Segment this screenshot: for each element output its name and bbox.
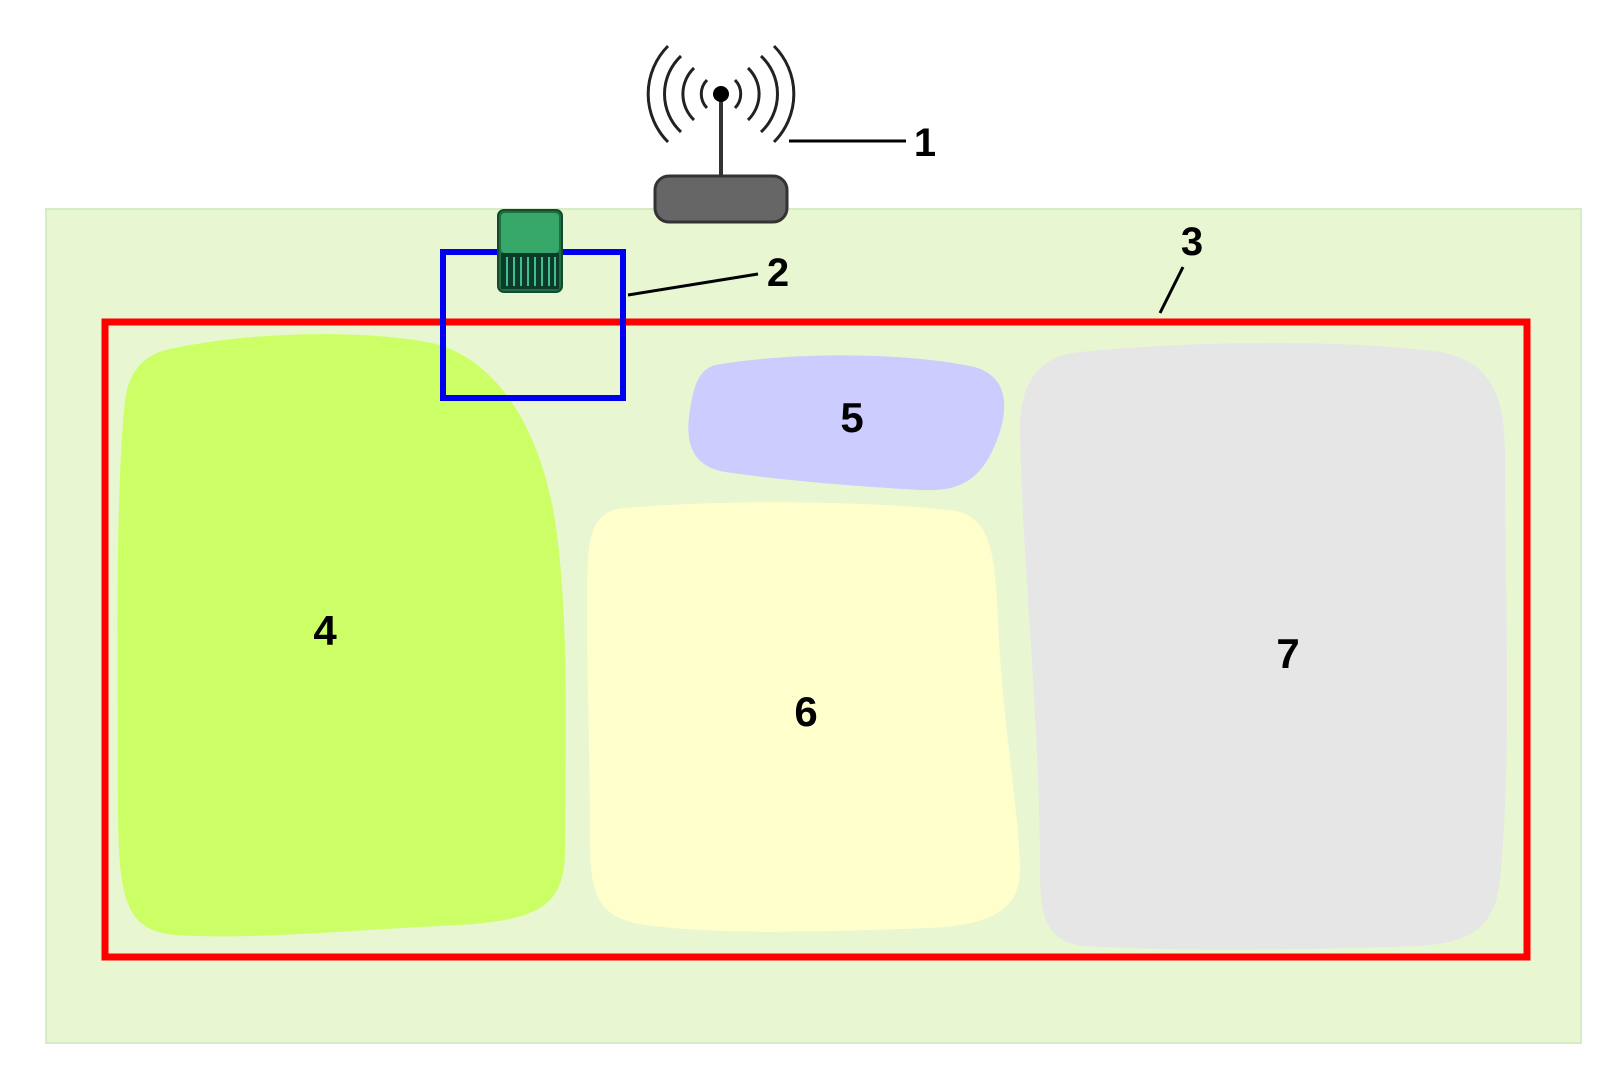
leader-line-2 (627, 272, 759, 297)
callout-3-label: 3 (1181, 220, 1203, 264)
zone-4 (117, 334, 566, 937)
zone-6-label: 6 (794, 688, 817, 735)
callout-1-label: 1 (914, 121, 936, 165)
antenna-signal-icon (646, 44, 796, 224)
zone-7 (1020, 343, 1508, 950)
zone-5-label: 5 (840, 394, 863, 441)
leader-line-3 (1158, 266, 1185, 314)
zone-4-label: 4 (313, 607, 337, 654)
callout-2-label: 2 (767, 251, 789, 295)
zone-6 (587, 502, 1020, 932)
zone-7-label: 7 (1276, 630, 1299, 677)
boundary-wire (101, 318, 1531, 961)
zone-5 (688, 355, 1005, 491)
charging-station-icon (497, 209, 563, 293)
